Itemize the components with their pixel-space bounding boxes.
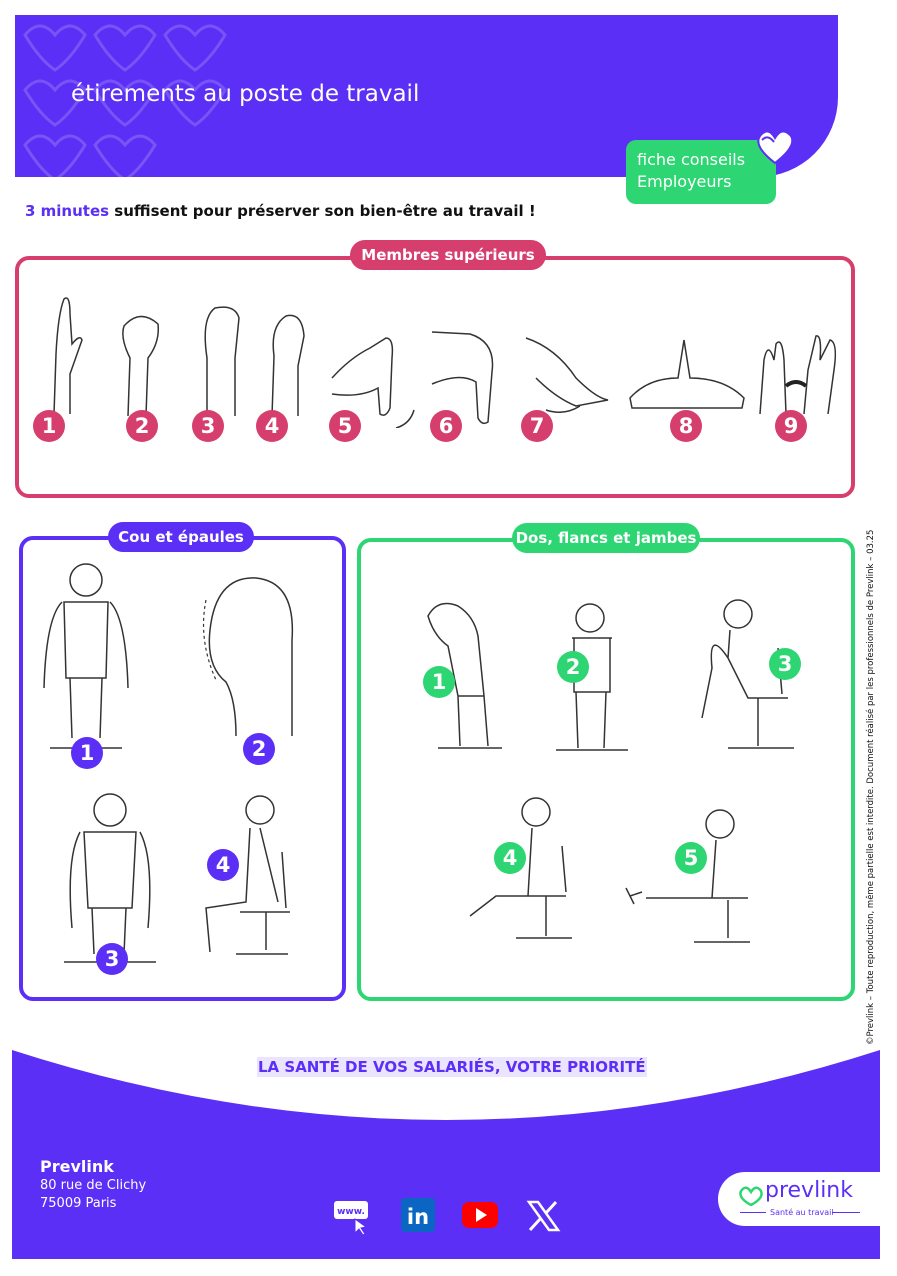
upper-step-9: 9 xyxy=(775,410,807,442)
exercise-illustration-upper-5 xyxy=(330,318,420,429)
badge-line-1: fiche conseils xyxy=(637,150,746,169)
upper-step-3: 3 xyxy=(192,410,224,442)
exercise-illustration-upper-3 xyxy=(195,298,245,416)
prevlink-logo-subtitle: Santé au travail xyxy=(770,1208,834,1217)
footer-background xyxy=(12,1050,880,1259)
upper-step-6: 6 xyxy=(430,410,462,442)
exercise-illustration-back-3 xyxy=(698,598,800,754)
heart-pattern-decoration xyxy=(23,24,227,177)
prevlink-logo-text: prevlink xyxy=(765,1178,853,1203)
exercise-illustration-neck-4 xyxy=(200,792,300,962)
exercise-illustration-back-5 xyxy=(624,808,754,948)
upper-step-4: 4 xyxy=(256,410,288,442)
www-icon-label: www. xyxy=(337,1207,365,1217)
neck-step-1: 1 xyxy=(71,737,103,769)
www-icon[interactable]: www. xyxy=(333,1199,371,1237)
exercise-illustration-upper-7 xyxy=(516,328,611,413)
section-neck-title: Cou et épaules xyxy=(108,522,254,552)
fiche-conseils-badge: fiche conseils Employeurs xyxy=(626,140,776,204)
header-banner: étirements au poste de travail xyxy=(15,15,838,177)
exercise-illustration-neck-3 xyxy=(60,788,160,966)
linkedin-icon[interactable]: in xyxy=(399,1196,437,1234)
page-title: étirements au poste de travail xyxy=(71,81,420,107)
exercise-illustration-upper-2 xyxy=(110,308,165,417)
exercise-illustration-neck-1 xyxy=(40,558,132,754)
neck-step-4: 4 xyxy=(207,849,239,881)
upper-step-2: 2 xyxy=(126,410,158,442)
footer-slogan: LA SANTÉ DE VOS SALARIÉS, VOTRE PRIORITÉ xyxy=(257,1057,647,1077)
neck-step-3: 3 xyxy=(96,943,128,975)
exercise-illustration-back-2 xyxy=(552,602,632,754)
copyright-note: ©Prevlink – Toute reproduction, même par… xyxy=(866,529,876,1045)
heart-logo-icon xyxy=(757,130,794,165)
section-back-title: Dos, flancs et jambes xyxy=(512,523,700,553)
footer xyxy=(12,1040,880,1259)
upper-step-5: 5 xyxy=(329,410,361,442)
exercise-illustration-neck-2 xyxy=(196,570,300,737)
exercise-illustration-back-1 xyxy=(418,596,504,756)
exercise-illustration-upper-8 xyxy=(628,338,746,410)
logo-divider-left xyxy=(740,1212,766,1213)
x-icon[interactable] xyxy=(524,1197,562,1235)
upper-step-1: 1 xyxy=(33,410,65,442)
upper-step-7: 7 xyxy=(521,410,553,442)
intro-text: 3 minutes suffisent pour préserver son b… xyxy=(25,202,536,220)
logo-divider-right xyxy=(832,1212,860,1213)
footer-address-line-2: 75009 Paris xyxy=(40,1196,117,1211)
back-step-4: 4 xyxy=(494,842,526,874)
linkedin-icon-label: in xyxy=(407,1205,429,1229)
exercise-illustration-upper-6 xyxy=(430,322,500,427)
footer-address-line-1: 80 rue de Clichy xyxy=(40,1178,147,1193)
exercise-illustration-upper-4 xyxy=(262,306,310,417)
exercise-illustration-upper-1 xyxy=(36,294,86,415)
intro-accent: 3 minutes xyxy=(25,202,110,220)
back-step-2: 2 xyxy=(557,651,589,683)
section-upper-title: Membres supérieurs xyxy=(350,240,546,270)
footer-company-name: Prevlink xyxy=(40,1157,114,1176)
intro-rest: suffisent pour préserver son bien-être a… xyxy=(109,202,536,220)
exercise-illustration-back-4 xyxy=(466,796,578,944)
back-step-3: 3 xyxy=(769,648,801,680)
prevlink-heart-icon xyxy=(739,1186,763,1206)
exercise-illustration-upper-9 xyxy=(756,330,844,415)
youtube-icon[interactable] xyxy=(461,1196,499,1234)
back-step-1: 1 xyxy=(423,666,455,698)
upper-step-8: 8 xyxy=(670,410,702,442)
back-step-5: 5 xyxy=(675,842,707,874)
neck-step-2: 2 xyxy=(243,733,275,765)
prevlink-logo-card xyxy=(718,1172,883,1226)
badge-line-2: Employeurs xyxy=(637,172,732,191)
